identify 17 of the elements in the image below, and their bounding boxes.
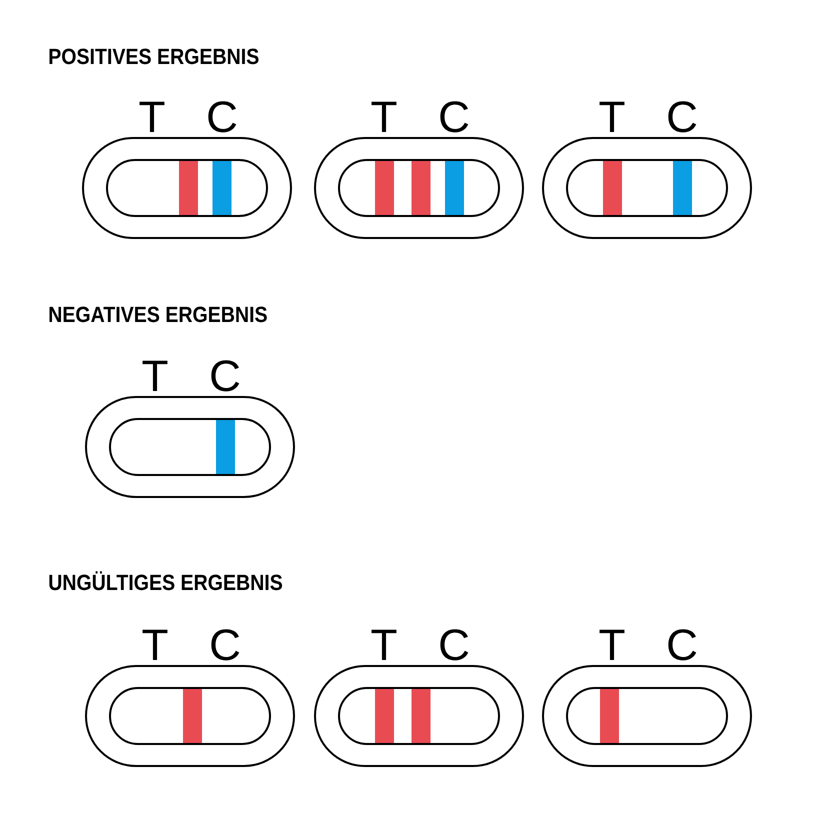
section-heading: NEGATIVES ERGEBNIS: [50, 306, 267, 322]
position-label: T: [142, 360, 168, 391]
position-label: T: [372, 630, 396, 660]
position-label: T: [142, 630, 168, 660]
position-label: T: [600, 630, 624, 660]
position-label: C: [211, 629, 240, 660]
position-label: C: [211, 360, 240, 392]
section-heading: POSITIVES ERGEBNIS: [50, 48, 258, 64]
position-label: T: [140, 102, 164, 132]
position-label: C: [208, 101, 236, 132]
position-label: T: [372, 102, 396, 132]
position-label: C: [668, 629, 696, 660]
position-label: T: [600, 102, 624, 132]
position-label: C: [668, 101, 696, 132]
section-heading: UNGÜLTIGES ERGEBNIS: [49, 571, 282, 590]
position-label: C: [440, 629, 468, 660]
position-label: C: [440, 101, 468, 132]
